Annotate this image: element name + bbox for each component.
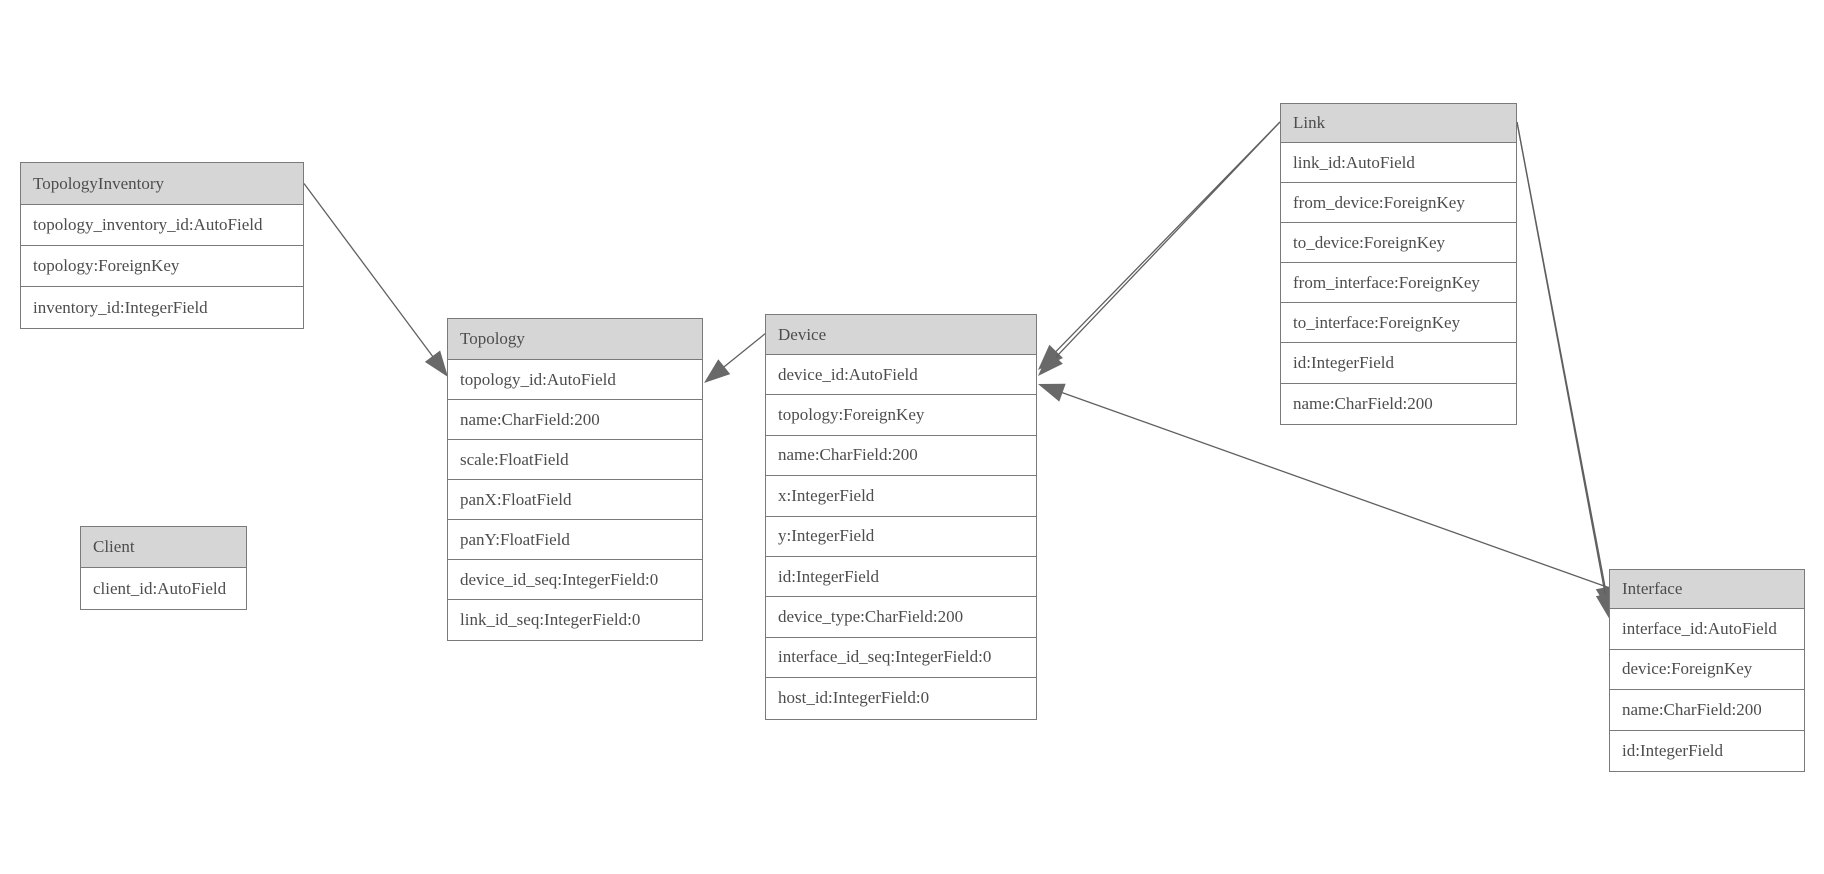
relation-arrowhead-device xyxy=(1038,383,1066,402)
field-row: name:CharField:200 xyxy=(1293,393,1433,413)
entity-client: Client client_id:AutoField xyxy=(80,526,247,610)
field-row: panY:FloatField xyxy=(448,520,702,560)
field-row: inventory_id:IntegerField xyxy=(33,297,208,317)
field-row: topology:ForeignKey xyxy=(21,246,303,287)
field-row: client_id:AutoField xyxy=(93,578,227,598)
field-row: scale:FloatField xyxy=(448,440,702,480)
field-row: id:IntegerField xyxy=(1281,343,1516,384)
field-row: id:IntegerField xyxy=(1622,740,1724,760)
relation-line-device-topology xyxy=(715,333,766,374)
relation-line-topologyinventory-topology xyxy=(303,183,440,365)
relation-line-link-from_device xyxy=(1048,121,1281,360)
field-row: interface_id:AutoField xyxy=(1610,609,1804,650)
field-row: name:CharField:200 xyxy=(766,436,1036,477)
relation-arrowhead-topology xyxy=(704,359,731,383)
field-row: to_interface:ForeignKey xyxy=(1281,303,1516,344)
relation-line-interface-device xyxy=(1052,388,1610,589)
field-row: panX:FloatField xyxy=(448,480,702,520)
field-row: to_device:ForeignKey xyxy=(1281,223,1516,264)
entity-title: Client xyxy=(81,527,246,568)
relation-arrowhead-device xyxy=(1038,350,1063,376)
field-row: name:CharField:200 xyxy=(1610,690,1804,731)
field-row: x:IntegerField xyxy=(766,476,1036,517)
field-row: topology_inventory_id:AutoField xyxy=(21,205,303,246)
field-row: host_id:IntegerField:0 xyxy=(778,688,930,708)
field-row: from_device:ForeignKey xyxy=(1281,183,1516,224)
field-row: device_id:AutoField xyxy=(766,355,1036,396)
field-row: device:ForeignKey xyxy=(1610,650,1804,690)
entity-title: Device xyxy=(766,315,1036,355)
field-row: topology_id:AutoField xyxy=(448,360,702,400)
relation-arrowhead-topology xyxy=(424,350,448,377)
entity-title: TopologyInventory xyxy=(21,163,303,205)
entity-title: Interface xyxy=(1610,570,1804,609)
field-row: id:IntegerField xyxy=(766,557,1036,598)
field-row: topology:ForeignKey xyxy=(766,395,1036,436)
relation-line-link-to_interface xyxy=(1516,121,1608,605)
field-row: from_interface:ForeignKey xyxy=(1281,263,1516,304)
field-row: device_type:CharField:200 xyxy=(766,597,1036,638)
field-row: device_id_seq:IntegerField:0 xyxy=(448,560,702,600)
field-row: interface_id_seq:IntegerField:0 xyxy=(766,638,1036,679)
entity-title: Link xyxy=(1281,104,1516,143)
field-row: name:CharField:200 xyxy=(448,400,702,440)
entity-title: Topology xyxy=(448,319,702,360)
field-row: link_id:AutoField xyxy=(1281,143,1516,184)
field-row: y:IntegerField xyxy=(766,517,1036,557)
field-row: link_id_seq:IntegerField:0 xyxy=(460,610,641,629)
relation-line-link-to_device xyxy=(1048,121,1281,366)
